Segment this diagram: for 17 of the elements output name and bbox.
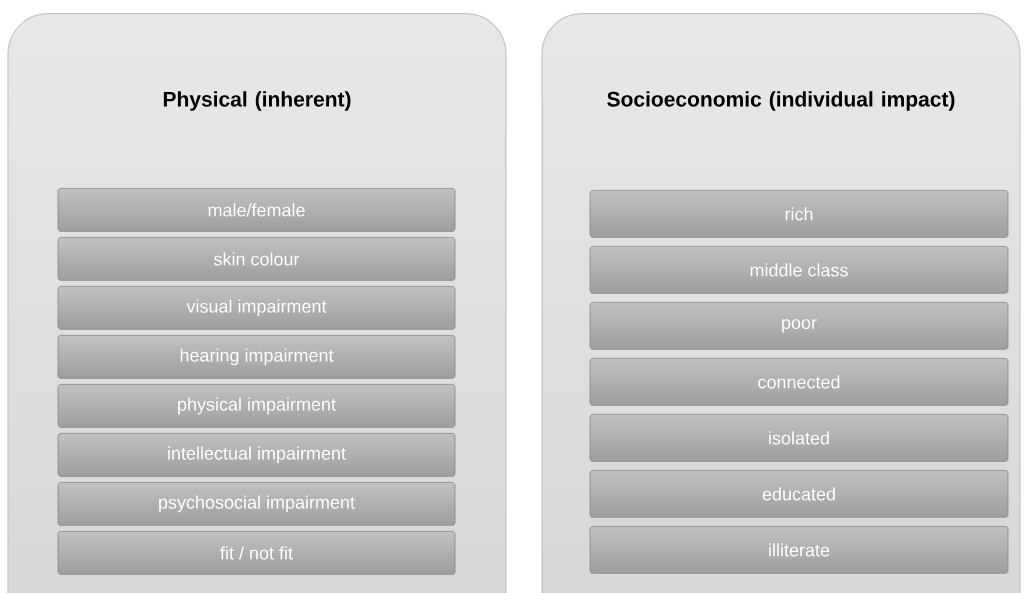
item-bar: hearing impairment xyxy=(57,335,456,379)
item-bar: connected xyxy=(589,358,1009,406)
item-bar: fit / not fit xyxy=(57,531,456,575)
panel-heading: Physical (inherent) xyxy=(163,91,351,111)
item-bar: physical impairment xyxy=(57,384,456,428)
item-bar: illiterate xyxy=(589,526,1009,574)
item-bar: rich xyxy=(589,190,1009,238)
item-bar: educated xyxy=(589,470,1009,518)
item-bar: visual impairment xyxy=(57,286,456,330)
item-bar: poor xyxy=(589,302,1009,350)
item-bar: isolated xyxy=(589,414,1009,462)
item-bar: psychosocial impairment xyxy=(57,482,456,526)
item-bar: intellectual impairment xyxy=(57,433,456,477)
item-bar: skin colour xyxy=(57,237,456,281)
item-bar: middle class xyxy=(589,246,1009,294)
item-bar: male/female xyxy=(57,188,456,232)
panel-heading: Socioeconomic (individual impact) xyxy=(607,91,955,111)
